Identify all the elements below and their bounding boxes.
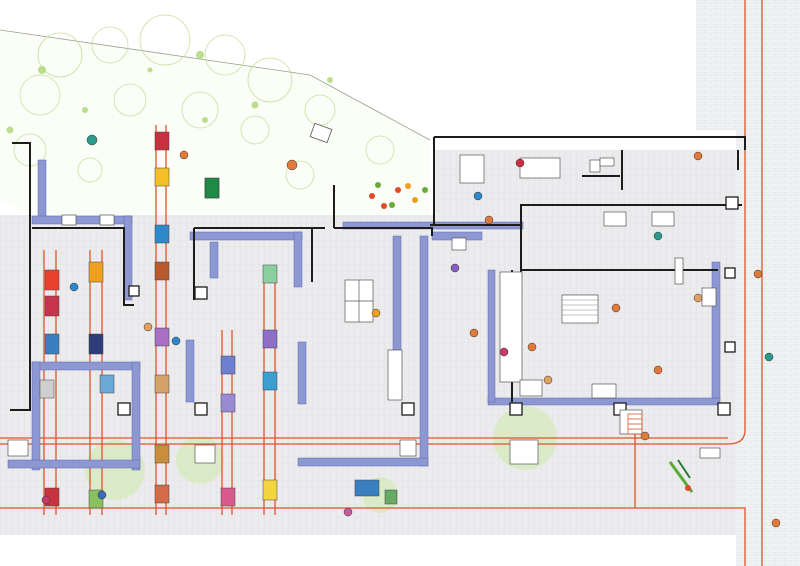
- bike-figure: [668, 459, 694, 493]
- garden-area: [0, 14, 431, 215]
- columns: [117, 196, 739, 416]
- people: [41, 134, 781, 528]
- walls: [10, 136, 746, 411]
- furniture: [7, 154, 721, 465]
- display-shelves: [39, 131, 398, 509]
- planters: [204, 177, 428, 209]
- stairs: [627, 413, 643, 435]
